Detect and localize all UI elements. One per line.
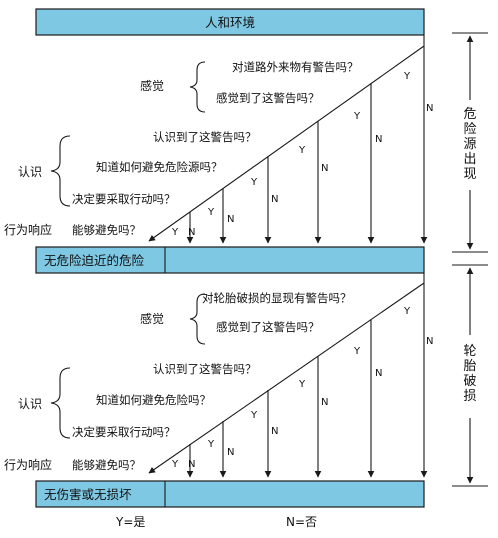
top-box-label: 人和环境 <box>205 15 255 30</box>
perception-label: 感觉 <box>140 311 164 326</box>
yes-mark: Y <box>171 459 179 470</box>
yes-mark: Y <box>353 346 361 357</box>
yes-mark: Y <box>250 410 258 421</box>
section-1: 对道路外来物有警告吗？ 感觉到了这警告吗？ 认识到了这警告吗？ 知道如何避免危险… <box>4 35 433 274</box>
no-mark: N <box>188 459 195 470</box>
yes-mark: Y <box>403 306 411 317</box>
result-box-1 <box>35 246 425 274</box>
cognition-question-1: 认识到了这警告吗？ <box>153 362 257 376</box>
perception-question-1: 对道路外来物有警告吗？ <box>232 60 359 74</box>
no-mark: N <box>188 227 195 238</box>
yes-mark: Y <box>171 227 179 238</box>
legend-yes: Y=是 <box>115 515 145 529</box>
cognition-brace <box>50 367 71 439</box>
no-mark: N <box>426 103 433 114</box>
no-mark: N <box>426 336 433 347</box>
side-label-tire-char: 损 <box>463 389 476 404</box>
response-label: 行为响应 <box>4 222 52 237</box>
no-mark: N <box>375 368 382 379</box>
side-timeline: 危 险 源 出 现 轮 胎 破 损 <box>452 32 488 487</box>
perception-brace <box>189 293 206 345</box>
cognition-label: 认识 <box>18 165 42 179</box>
no-mark: N <box>227 447 234 458</box>
yes-mark: Y <box>298 145 306 156</box>
top-box <box>35 8 425 36</box>
cognition-brace <box>50 135 71 207</box>
yes-mark: Y <box>403 71 411 82</box>
cognition-label: 认识 <box>18 397 42 411</box>
response-question: 能够避免吗？ <box>72 458 141 472</box>
perception-question-2: 感觉到了这警告吗？ <box>216 91 320 105</box>
result-box-2-label: 无伤害或无损坏 <box>44 487 132 502</box>
side-label-tire-char: 轮 <box>463 344 476 359</box>
cognition-question-2: 知道如何避免危险源吗？ <box>96 160 223 174</box>
yes-mark: Y <box>207 207 215 218</box>
yes-mark: Y <box>353 111 361 122</box>
cognition-question-3: 决定要采取行动吗？ <box>72 192 176 206</box>
side-label-tire-char: 胎 <box>463 359 476 374</box>
yes-mark: Y <box>207 439 215 450</box>
legend-no: N=否 <box>286 515 317 529</box>
perception-brace <box>189 61 206 113</box>
yes-mark: Y <box>298 379 306 390</box>
perception-question-1: 对轮胎破损的显现有警告吗？ <box>202 291 352 305</box>
response-label: 行为响应 <box>4 457 52 472</box>
side-label-hazard-char: 危 <box>463 107 476 122</box>
result-box-2 <box>35 480 425 508</box>
perception-question-2: 感觉到了这警告吗？ <box>216 320 320 334</box>
side-label-hazard-char: 现 <box>463 167 476 182</box>
no-mark: N <box>321 397 328 408</box>
side-label-hazard-char: 源 <box>463 137 476 152</box>
no-mark: N <box>271 194 278 205</box>
diagonal-line-1 <box>148 45 425 242</box>
cognition-question-2: 知道如何避免危险吗？ <box>96 393 211 407</box>
diagonal-line-2 <box>148 282 425 474</box>
response-question: 能够避免吗？ <box>72 223 141 237</box>
section-2: 对轮胎破损的显现有警告吗？ 感觉到了这警告吗？ 认识到了这警告吗？ 知道如何避免… <box>4 273 433 508</box>
no-mark: N <box>271 426 278 437</box>
cognition-question-3: 决定要采取行动吗？ <box>72 425 176 439</box>
result-box-1-label: 无危险迫近的危险 <box>44 253 145 268</box>
cognition-question-1: 认识到了这警告吗？ <box>153 130 257 144</box>
side-label-hazard-char: 出 <box>463 152 476 167</box>
no-mark: N <box>375 134 382 145</box>
side-label-hazard-char: 险 <box>463 122 476 137</box>
side-label-tire-char: 破 <box>463 374 476 389</box>
no-mark: N <box>227 214 234 225</box>
yes-mark: Y <box>250 177 258 188</box>
no-mark: N <box>321 163 328 174</box>
perception-label: 感觉 <box>140 78 164 93</box>
